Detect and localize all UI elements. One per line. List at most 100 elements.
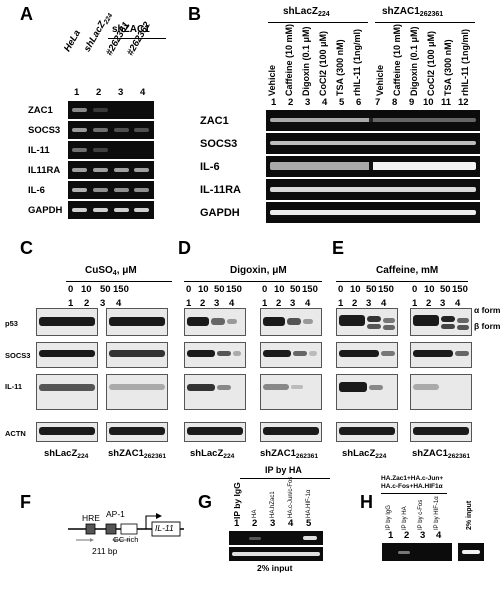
gel-a: ZAC1 SOCS3 IL-11 IL11RA IL-6 GAPDH (20, 100, 170, 250)
wb-strip (260, 342, 322, 368)
alpha-form-label: α form (474, 305, 500, 315)
wb-strip (184, 422, 246, 442)
group2-underline (375, 22, 475, 23)
wb-strip (336, 422, 398, 442)
ap1-label: AP-1 (106, 509, 125, 519)
dose-label: 50 (366, 284, 377, 295)
footer-right-c: shZAC1262361 (108, 448, 167, 460)
treatment-label: Digoxin (0.1 μM) (301, 26, 311, 96)
lane-label: IP by IgG (386, 505, 392, 530)
gel-strip (68, 121, 154, 139)
wb-strip (36, 374, 98, 410)
panel-label-f: F (20, 492, 31, 512)
row-label-il11: IL-11 (5, 382, 23, 391)
hre-box (85, 523, 96, 535)
lane-label: HA.c-Jun/c-Fos (288, 476, 294, 518)
lane-label: IP by c-Fos (418, 499, 424, 530)
gc-box (120, 523, 138, 535)
lane-number: 4 (229, 298, 235, 309)
row-label-actn: ACTN (5, 429, 26, 438)
dose-label: 50 (290, 284, 301, 295)
hre-label: HRE (82, 513, 100, 523)
panel-label-a: A (20, 4, 33, 24)
treatment-label: Vehicle (375, 64, 385, 96)
panel-label-e: E (332, 238, 345, 258)
lane-number: 12 (458, 97, 469, 108)
lane-number: 2 (276, 298, 282, 309)
group1-header: shLacZ224 (283, 6, 330, 19)
gel-strip (229, 531, 323, 545)
ip-header: IP by HA (265, 465, 302, 475)
dose-label: 0 (262, 284, 268, 295)
footer-left-e: shLacZ224 (342, 448, 387, 460)
gel-strip (229, 547, 323, 561)
treatment-label: rhIL-11 (1ng/ml) (352, 28, 362, 96)
gel-strip (266, 156, 480, 177)
lane-number: 10 (423, 97, 434, 108)
lane-number: 1 (262, 298, 268, 309)
treatment-label: Caffeine (10 mM) (284, 23, 294, 96)
wb-strip (106, 422, 168, 442)
dose-label: 0 (68, 284, 74, 295)
footer-right-e: shZAC1262361 (412, 448, 471, 460)
panel-label-b: B (188, 4, 201, 24)
dose-label: 0 (338, 284, 344, 295)
wb-strip (410, 422, 472, 442)
lane-number: 2 (288, 97, 294, 108)
lane-number: 4 (436, 530, 442, 541)
row-label-il6: IL-6 (28, 185, 45, 196)
panel-e-title: Caffeine, mM (376, 265, 439, 276)
lane-number: 1 (234, 518, 240, 529)
gel-strip (382, 543, 452, 561)
dose-label: 0 (186, 284, 192, 295)
group-underline (108, 38, 166, 39)
dose-label: 10 (350, 284, 361, 295)
treatment-label: Caffeine (10 mM) (392, 23, 402, 96)
gel-strip (68, 141, 154, 159)
lane-number: 3 (214, 298, 220, 309)
gel-strip (68, 101, 154, 119)
gel-strip (68, 181, 154, 199)
lane-number: 2 (96, 87, 102, 98)
row-label-il11ra: IL11RA (28, 165, 61, 176)
treatment-label: TSA (300 nM) (443, 39, 453, 96)
treatment-label: rhIL-11 (1ng/ml) (460, 28, 470, 96)
lane-number: 4 (288, 518, 294, 529)
wb-strip (336, 308, 398, 336)
dose-label: 50 (100, 284, 111, 295)
il11-box (151, 521, 181, 537)
wb-strip (184, 342, 246, 368)
wb-strip (260, 374, 322, 410)
ip-igg-label: IP by IgG (232, 482, 242, 519)
wb-strip (336, 374, 398, 410)
row-label-gapdh: GAPDH (28, 205, 63, 216)
lane-label: HA.hZac1 (270, 491, 276, 518)
gel-strip (266, 133, 480, 154)
gel-strip (68, 161, 154, 179)
dose-label: 150 (302, 284, 318, 295)
lane-number: 11 (441, 97, 452, 108)
wb-strip (410, 374, 472, 410)
lane-number: 9 (409, 97, 415, 108)
dose-label: 10 (274, 284, 285, 295)
treatment-label: CoCl2 (100 μM) (426, 30, 436, 96)
lane-number: 1 (271, 97, 277, 108)
lane-number: 1 (186, 298, 192, 309)
lane-number: 1 (68, 298, 74, 309)
promoter-diagram (68, 513, 184, 542)
lane-number: 8 (392, 97, 398, 108)
lane-number: 1 (412, 298, 418, 309)
row-label-il6: IL-6 (200, 161, 220, 173)
lane-number: 2 (252, 518, 258, 529)
lane-number: 4 (305, 298, 311, 309)
row-label-gapdh: GAPDH (200, 207, 240, 219)
dose-label: 10 (198, 284, 209, 295)
dose-label: 50 (214, 284, 225, 295)
treatment-label: Digoxin (0.1 μM) (409, 26, 419, 96)
footer-right-d: shZAC1262361 (260, 448, 319, 460)
lane-number: 4 (455, 298, 461, 309)
group1-underline (268, 22, 368, 23)
dose-label: 150 (378, 284, 394, 295)
lane-number: 3 (100, 298, 106, 309)
lane-label: HA (252, 509, 258, 518)
